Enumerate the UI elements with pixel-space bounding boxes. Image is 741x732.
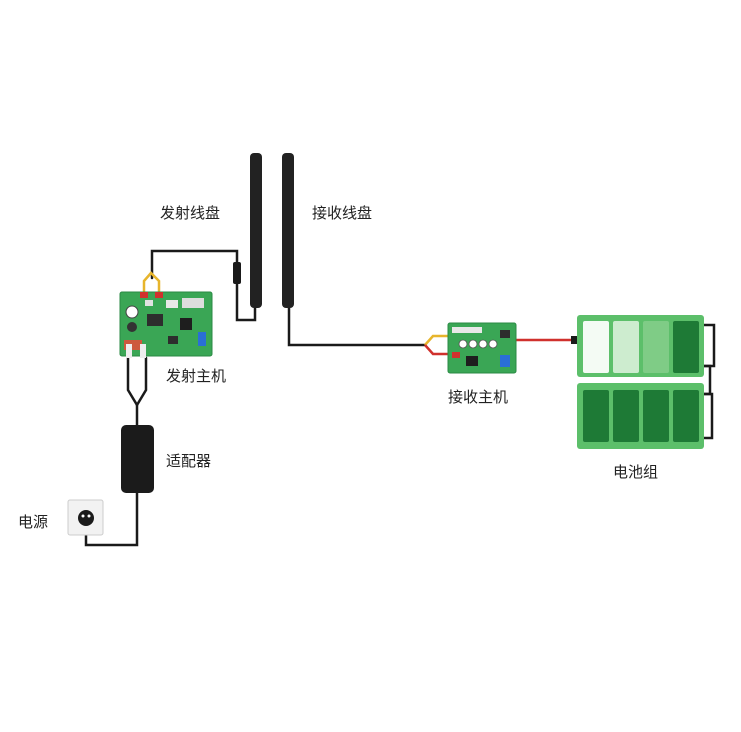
wire-adapter-to-txhost-right (135, 356, 148, 407)
rx-host-pair-wires (424, 334, 448, 356)
battery-cell (613, 390, 639, 442)
rx-host-output-connector (571, 336, 579, 344)
battery-cell (643, 390, 669, 442)
wires (84, 249, 716, 547)
battery-cell (613, 321, 639, 373)
battery-cell (673, 390, 699, 442)
tx-coil-connector (233, 262, 241, 284)
tx-coil-label: 发射线盘 (160, 204, 220, 222)
battery-cell (583, 321, 609, 373)
wire-battery-link-3 (700, 392, 714, 440)
receive-host-board (447, 322, 517, 374)
battery-label: 电池组 (613, 463, 658, 481)
transmit-coil (250, 153, 262, 308)
battery-cells (583, 321, 699, 442)
battery-cell (583, 390, 609, 442)
power-socket (67, 499, 104, 536)
wire-adapter-to-txhost-left (126, 356, 139, 427)
tx-host-label: 发射主机 (166, 367, 226, 385)
battery-cell (643, 321, 669, 373)
rx-coil-label: 接收线盘 (312, 204, 372, 222)
battery-cell (673, 321, 699, 373)
wire-txhost-to-txcoil (150, 249, 257, 322)
adapter-label: 适配器 (166, 452, 211, 470)
adapter-body (121, 425, 154, 493)
power-label: 电源 (18, 513, 48, 531)
battery-pack (577, 315, 704, 449)
receive-coil (282, 153, 294, 308)
rx-host-label: 接收主机 (448, 388, 508, 406)
transmit-host-board (119, 291, 213, 358)
wire-rxcoil-to-rxhost (287, 298, 427, 347)
